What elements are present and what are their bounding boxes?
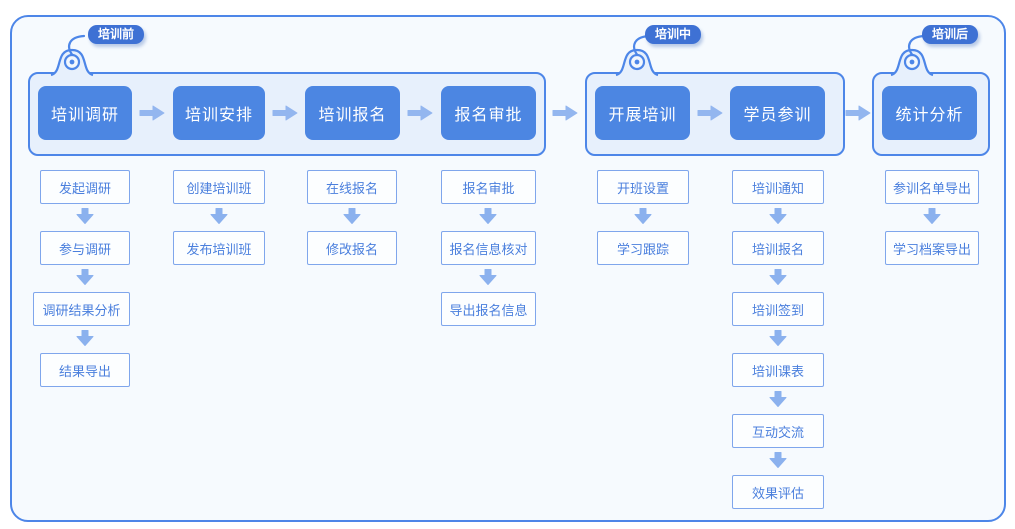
phase-badge-during: 培训中: [645, 25, 702, 44]
sub-step-box: 报名信息核对: [441, 231, 536, 265]
arrow-down-icon: [343, 208, 361, 224]
arrow-down-icon: [769, 208, 787, 224]
sub-step-box: 调研结果分析: [33, 292, 130, 326]
arrow-right-icon: [139, 105, 165, 121]
arrow-down-icon: [923, 208, 941, 224]
arrow-down-icon: [479, 208, 497, 224]
arrow-down-icon: [76, 330, 94, 346]
arrow-down-icon: [76, 208, 94, 224]
arrow-down-icon: [210, 208, 228, 224]
sub-step-box: 修改报名: [307, 231, 397, 265]
phase-badge-pre: 培训前: [88, 25, 145, 44]
tag-connector-icon: [615, 34, 659, 77]
main-step-box: 开展培训: [595, 86, 690, 140]
sub-step-box: 发起调研: [40, 170, 130, 204]
sub-step-box: 培训签到: [732, 292, 824, 326]
arrow-down-icon: [769, 452, 787, 468]
arrow-right-icon: [272, 105, 298, 121]
arrow-down-icon: [76, 269, 94, 285]
sub-step-box: 培训通知: [732, 170, 824, 204]
sub-step-box: 参训名单导出: [885, 170, 979, 204]
sub-step-box: 互动交流: [732, 414, 824, 448]
arrow-down-icon: [479, 269, 497, 285]
phase-badge-post: 培训后: [922, 25, 979, 44]
sub-step-box: 培训报名: [732, 231, 824, 265]
sub-step-box: 发布培训班: [173, 231, 265, 265]
sub-step-box: 报名审批: [441, 170, 536, 204]
main-step-box: 培训安排: [173, 86, 265, 140]
sub-step-box: 创建培训班: [173, 170, 265, 204]
arrow-right-icon: [697, 105, 723, 121]
sub-step-box: 导出报名信息: [441, 292, 536, 326]
sub-step-box: 学习跟踪: [597, 231, 689, 265]
arrow-right-icon: [407, 105, 433, 121]
tag-connector-icon: [890, 34, 934, 77]
arrow-down-icon: [769, 269, 787, 285]
arrow-right-icon: [552, 105, 578, 121]
main-step-box: 报名审批: [441, 86, 536, 140]
main-step-box: 学员参训: [730, 86, 825, 140]
sub-step-box: 在线报名: [307, 170, 397, 204]
arrow-right-icon: [845, 105, 871, 121]
sub-step-box: 学习档案导出: [885, 231, 979, 265]
sub-step-box: 参与调研: [40, 231, 130, 265]
arrow-down-icon: [634, 208, 652, 224]
sub-step-box: 开班设置: [597, 170, 689, 204]
main-step-box: 统计分析: [882, 86, 977, 140]
sub-step-box: 培训课表: [732, 353, 824, 387]
arrow-down-icon: [769, 330, 787, 346]
arrow-down-icon: [769, 391, 787, 407]
tag-connector-icon: [50, 34, 94, 77]
main-step-box: 培训报名: [305, 86, 400, 140]
sub-step-box: 效果评估: [732, 475, 824, 509]
sub-step-box: 结果导出: [40, 353, 130, 387]
main-step-box: 培训调研: [38, 86, 132, 140]
